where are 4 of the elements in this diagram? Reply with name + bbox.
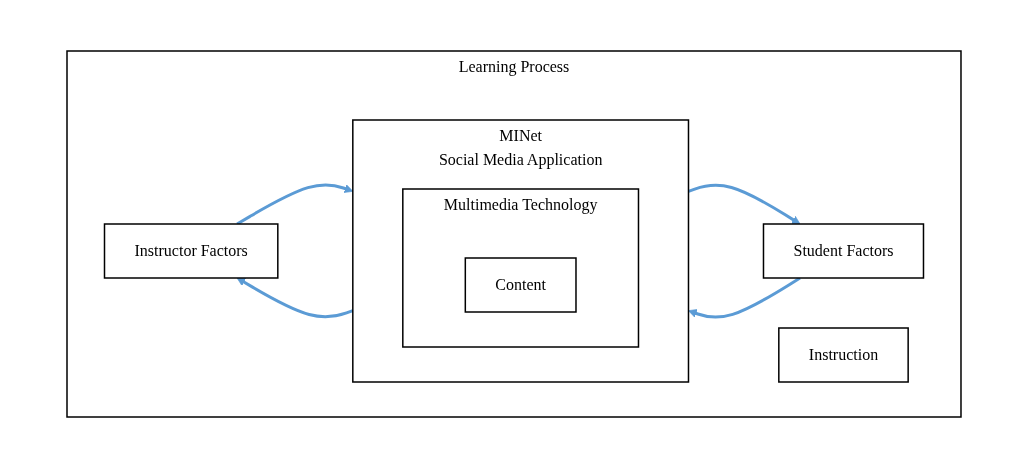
node-box: Instruction [778, 327, 909, 383]
node-box: Content [464, 257, 577, 313]
node-box: Student Factors [762, 223, 925, 279]
node-box: Instructor Factors [103, 223, 279, 279]
